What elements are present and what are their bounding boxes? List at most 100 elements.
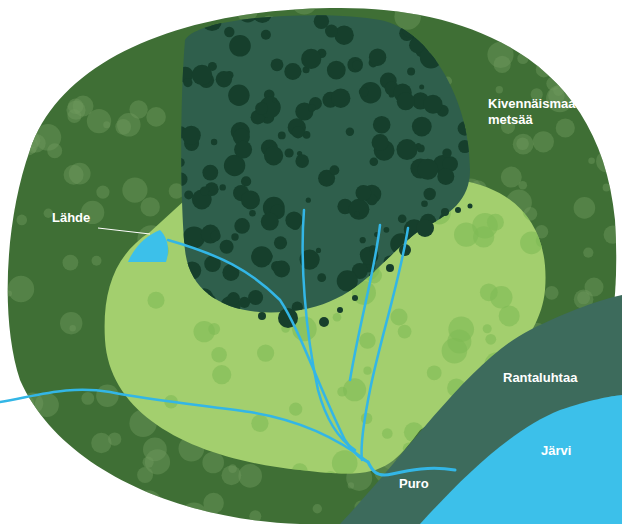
texture-dot — [435, 48, 447, 60]
texture-dot — [141, 197, 160, 216]
texture-dot — [272, 98, 277, 103]
texture-dot — [224, 27, 234, 37]
texture-dot — [373, 116, 391, 134]
texture-dot — [316, 248, 321, 253]
texture-dot — [212, 365, 231, 384]
texture-dot — [227, 292, 240, 305]
texture-dot — [47, 143, 62, 158]
texture-dot — [148, 292, 165, 309]
texture-dot — [397, 92, 415, 110]
texture-dot — [220, 240, 234, 254]
texture-dot — [363, 367, 371, 375]
texture-dot — [2, 515, 13, 524]
texture-dot — [337, 270, 358, 291]
texture-dot — [251, 415, 268, 432]
texture-dot — [412, 117, 432, 137]
streams — [0, 210, 455, 475]
texture-dot — [330, 165, 340, 175]
texture-dot — [45, 43, 60, 58]
texture-dot — [100, 35, 112, 47]
texture-dot — [437, 168, 454, 185]
texture-dot — [249, 210, 256, 217]
texture-dot — [192, 65, 212, 85]
texture-dot — [0, 11, 15, 32]
texture-dot — [483, 324, 492, 333]
texture-dot — [314, 14, 329, 29]
texture-dot — [308, 104, 316, 112]
texture-dot — [241, 190, 260, 209]
texture-dot — [180, 503, 208, 524]
texture-dot — [443, 240, 450, 247]
texture-dot — [596, 150, 618, 172]
texture-dot — [0, 490, 22, 516]
texture-dot — [115, 119, 131, 135]
texture-dot — [264, 146, 283, 165]
texture-dot — [121, 422, 141, 442]
texture-dot — [444, 46, 455, 57]
texture-dot — [346, 128, 354, 136]
texture-dot — [402, 21, 419, 38]
texture-dot — [429, 26, 436, 33]
texture-dot — [394, 3, 421, 30]
texture-dot — [122, 178, 147, 203]
texture-dot — [331, 89, 350, 108]
texture-dot — [369, 49, 386, 66]
texture-dot — [607, 103, 613, 109]
texture-dot — [103, 495, 128, 520]
texture-dot — [398, 325, 412, 339]
texture-dot — [216, 71, 232, 87]
shore-label: Rantaluhtaa — [503, 370, 577, 386]
texture-dot — [292, 126, 304, 138]
texture-dot — [391, 309, 408, 326]
texture-dot — [72, 31, 80, 39]
texture-dot — [0, 425, 14, 450]
texture-dot — [516, 7, 540, 31]
texture-dot — [354, 211, 360, 217]
texture-dot — [313, 504, 322, 513]
texture-dot — [47, 22, 64, 39]
texture-dot — [0, 105, 14, 125]
texture-dot — [558, 22, 572, 36]
texture-dot — [202, 11, 222, 31]
lake-label: Järvi — [541, 443, 571, 459]
texture-dot — [490, 286, 512, 308]
texture-dot — [356, 185, 372, 201]
texture-dot — [407, 67, 415, 75]
texture-dot — [289, 403, 302, 416]
texture-dot — [440, 46, 446, 52]
texture-dot — [64, 477, 73, 486]
texture-dot — [291, 0, 317, 15]
texture-dot — [63, 255, 79, 271]
texture-dot — [202, 165, 218, 181]
texture-dot — [390, 233, 412, 255]
texture-dot — [195, 288, 213, 306]
texture-dot — [449, 262, 469, 282]
texture-dot — [545, 286, 559, 300]
texture-dot — [519, 181, 528, 190]
texture-dot — [273, 261, 290, 278]
texture-dot — [193, 0, 199, 5]
texture-dot — [579, 25, 590, 36]
texture-dot — [409, 37, 425, 53]
texture-dot — [234, 141, 252, 159]
texture-dot — [19, 67, 27, 75]
texture-dot — [182, 126, 201, 145]
texture-dot — [458, 140, 471, 153]
texture-dot — [248, 290, 263, 305]
texture-dot — [88, 20, 104, 36]
texture-dot — [446, 61, 452, 67]
texture-dot — [352, 61, 362, 71]
texture-dot — [372, 134, 389, 151]
texture-dot — [0, 11, 19, 32]
texture-dot — [0, 200, 15, 215]
texture-dot — [183, 261, 201, 279]
texture-dot — [0, 489, 17, 510]
texture-dot — [583, 248, 593, 258]
texture-dot — [274, 236, 287, 249]
texture-dot — [333, 313, 342, 322]
texture-dot — [465, 289, 478, 302]
texture-dot — [208, 323, 220, 335]
texture-dot — [145, 449, 170, 474]
texture-dot — [539, 54, 552, 67]
shore-meadow — [340, 295, 622, 524]
